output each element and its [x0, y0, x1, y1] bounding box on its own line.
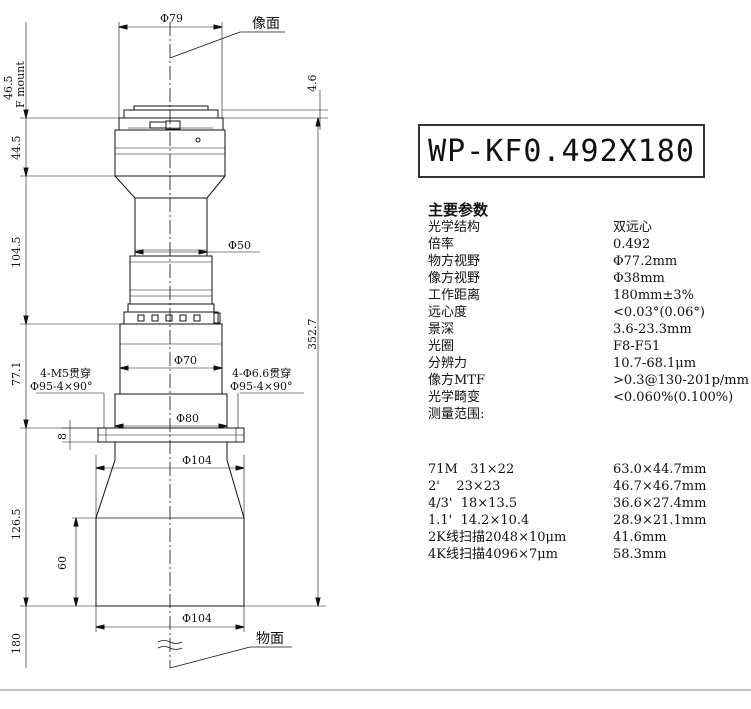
range-value: 46.7×46.7mm — [613, 479, 707, 494]
range-sensor: 4K线扫描4096×7μm — [428, 547, 559, 562]
range-value: 58.3mm — [613, 547, 667, 562]
range-sensor: 71M 31×22 — [428, 462, 515, 477]
spec-key: 光圈 — [428, 339, 455, 354]
spec-value: <0.060%(0.100%) — [613, 390, 734, 405]
dim-mount-height: 46.5 — [2, 76, 15, 101]
spec-key: 远心度 — [428, 305, 468, 320]
model-name: WP-KF0.492X180 — [428, 133, 695, 169]
dim-working-distance: 180 — [10, 633, 23, 654]
spec-key: 景深 — [428, 322, 455, 337]
dim-dia70: Φ70 — [174, 354, 197, 367]
object-plane-label: 物面 — [256, 631, 284, 647]
range-sensor: 1.1' 14.2×10.4 — [428, 513, 530, 528]
body-70 — [119, 323, 223, 395]
dim-dia104-upper: Φ104 — [182, 454, 212, 467]
aperture-ring — [129, 255, 213, 305]
range-value: 28.9×21.1mm — [613, 513, 707, 528]
tube-50 — [134, 197, 208, 257]
image-plane-label: 像面 — [252, 16, 280, 32]
dim-h4: 8 — [56, 433, 69, 440]
mount-ring — [123, 109, 219, 119]
spec-key: 工作距离 — [428, 288, 481, 303]
dim-h5: 126.5 — [10, 509, 23, 541]
spec-value: 3.6-23.3mm — [613, 322, 692, 337]
spec-value: 10.7-68.1μm — [613, 356, 697, 371]
upper-body — [114, 129, 226, 177]
range-value: 41.6mm — [613, 530, 667, 545]
front-objective — [95, 442, 245, 607]
spec-value: Φ38mm — [613, 271, 665, 286]
mount-label: F mount — [14, 61, 27, 108]
range-value: 36.6×27.4mm — [613, 496, 707, 511]
spec-value: F8-F51 — [613, 339, 661, 354]
spec-key: 像方视野 — [428, 271, 481, 286]
dim-dia104-lower: Φ104 — [182, 612, 212, 625]
specs-title: 主要参数 — [428, 201, 489, 219]
spec-value: 0.492 — [613, 237, 651, 252]
dim-total-length: 352.7 — [306, 319, 319, 351]
dim-h1: 44.5 — [10, 136, 23, 161]
dim-h6: 60 — [56, 556, 69, 570]
spec-value: 180mm±3% — [613, 288, 694, 303]
range-value: 63.0×44.7mm — [613, 462, 707, 477]
spec-value: Φ77.2mm — [613, 254, 678, 269]
spec-key: 物方视野 — [428, 254, 481, 269]
holes-left-line1: 4-M5贯穿 — [40, 366, 91, 380]
dim-h3: 77.1 — [10, 362, 23, 387]
spec-key: 倍率 — [428, 237, 455, 252]
dim-flange: 4.6 — [306, 75, 319, 93]
holes-right-line1: 4-Φ6.6贯穿 — [232, 366, 291, 380]
range-sensor: 2' 23×23 — [428, 479, 501, 494]
spec-value: 双远心 — [613, 220, 653, 235]
holes-left-line2: Φ95-4×90° — [30, 380, 92, 393]
dim-h2: 104.5 — [10, 237, 23, 269]
spec-value: <0.03°(0.06°) — [613, 305, 705, 320]
flange-80 — [114, 393, 228, 429]
dim-dia50: Φ50 — [228, 239, 251, 252]
range-sensor: 2K线扫描2048×10μm — [428, 530, 567, 545]
dim-dia80: Φ80 — [176, 412, 199, 425]
dim-top-diameter: Φ79 — [160, 12, 183, 25]
spec-key: 像方MTF — [428, 373, 486, 388]
spec-key: 测量范围: — [428, 407, 485, 422]
model-name-box: WP-KF0.492X180 — [418, 124, 705, 178]
spec-key: 光学畸变 — [428, 390, 481, 405]
spec-value: >0.3@130-201p/mm — [613, 373, 749, 388]
spec-key: 分辨力 — [428, 356, 468, 371]
spec-key: 光学结构 — [428, 220, 481, 235]
holes-right-line2: Φ95-4×90° — [230, 380, 292, 393]
range-sensor: 4/3' 18×13.5 — [428, 496, 518, 511]
